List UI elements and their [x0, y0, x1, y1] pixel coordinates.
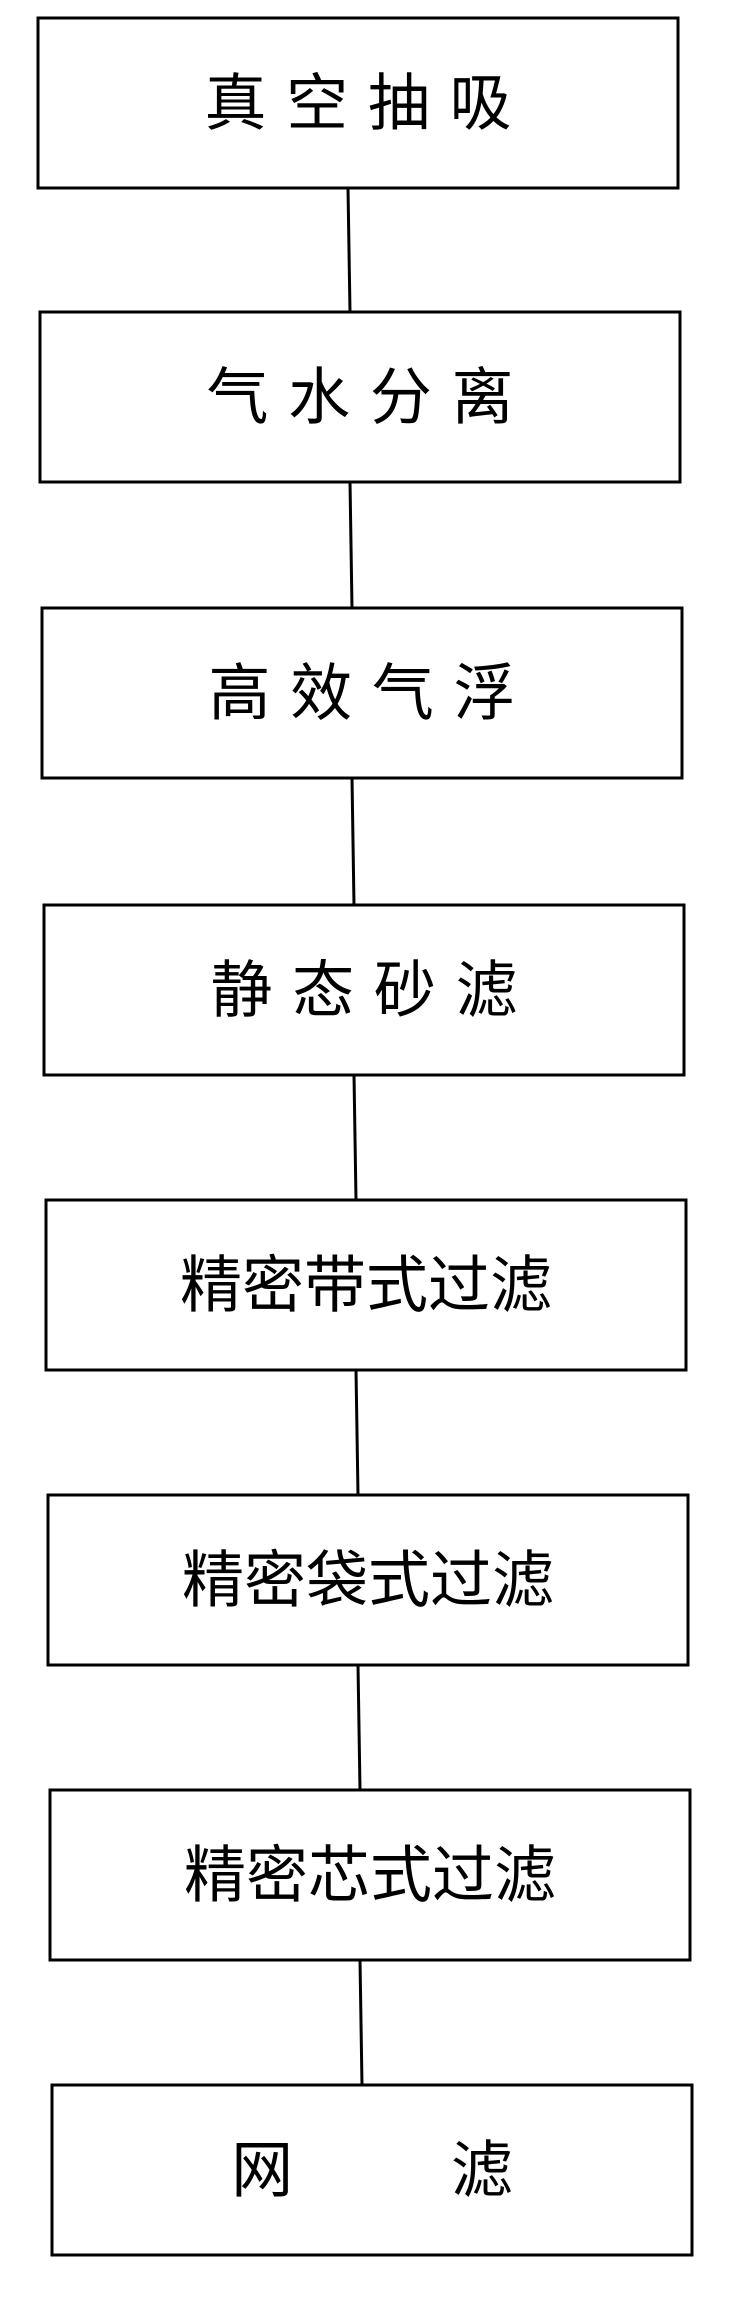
- connector-5-6: [354, 1369, 360, 1496]
- step-box-4: 静 态 砂 滤: [42, 903, 686, 1077]
- connector-1-2: [346, 187, 352, 313]
- step-label-5: 精密带式过滤: [180, 1249, 552, 1322]
- step-label-8: 网 滤: [231, 2134, 513, 2207]
- step-label-4: 静 态 砂 滤: [210, 954, 517, 1027]
- step-box-8: 网 滤: [50, 2083, 694, 2257]
- step-box-3: 高 效 气 浮: [40, 606, 684, 780]
- connector-4-5: [352, 1074, 358, 1201]
- step-box-1: 真 空 抽 吸: [36, 16, 680, 190]
- connector-3-4: [350, 777, 356, 906]
- connector-2-3: [348, 481, 354, 609]
- step-box-7: 精密芯式过滤: [48, 1788, 692, 1962]
- step-label-1: 真 空 抽 吸: [204, 67, 511, 140]
- step-box-6: 精密袋式过滤: [46, 1493, 690, 1667]
- step-label-3: 高 效 气 浮: [208, 657, 515, 730]
- connector-6-7: [356, 1664, 362, 1791]
- step-box-2: 气 水 分 离: [38, 310, 682, 484]
- step-box-5: 精密带式过滤: [44, 1198, 688, 1372]
- connector-7-8: [358, 1959, 364, 2086]
- step-label-7: 精密芯式过滤: [184, 1839, 556, 1912]
- step-label-2: 气 水 分 离: [206, 361, 513, 434]
- step-label-6: 精密袋式过滤: [182, 1544, 554, 1617]
